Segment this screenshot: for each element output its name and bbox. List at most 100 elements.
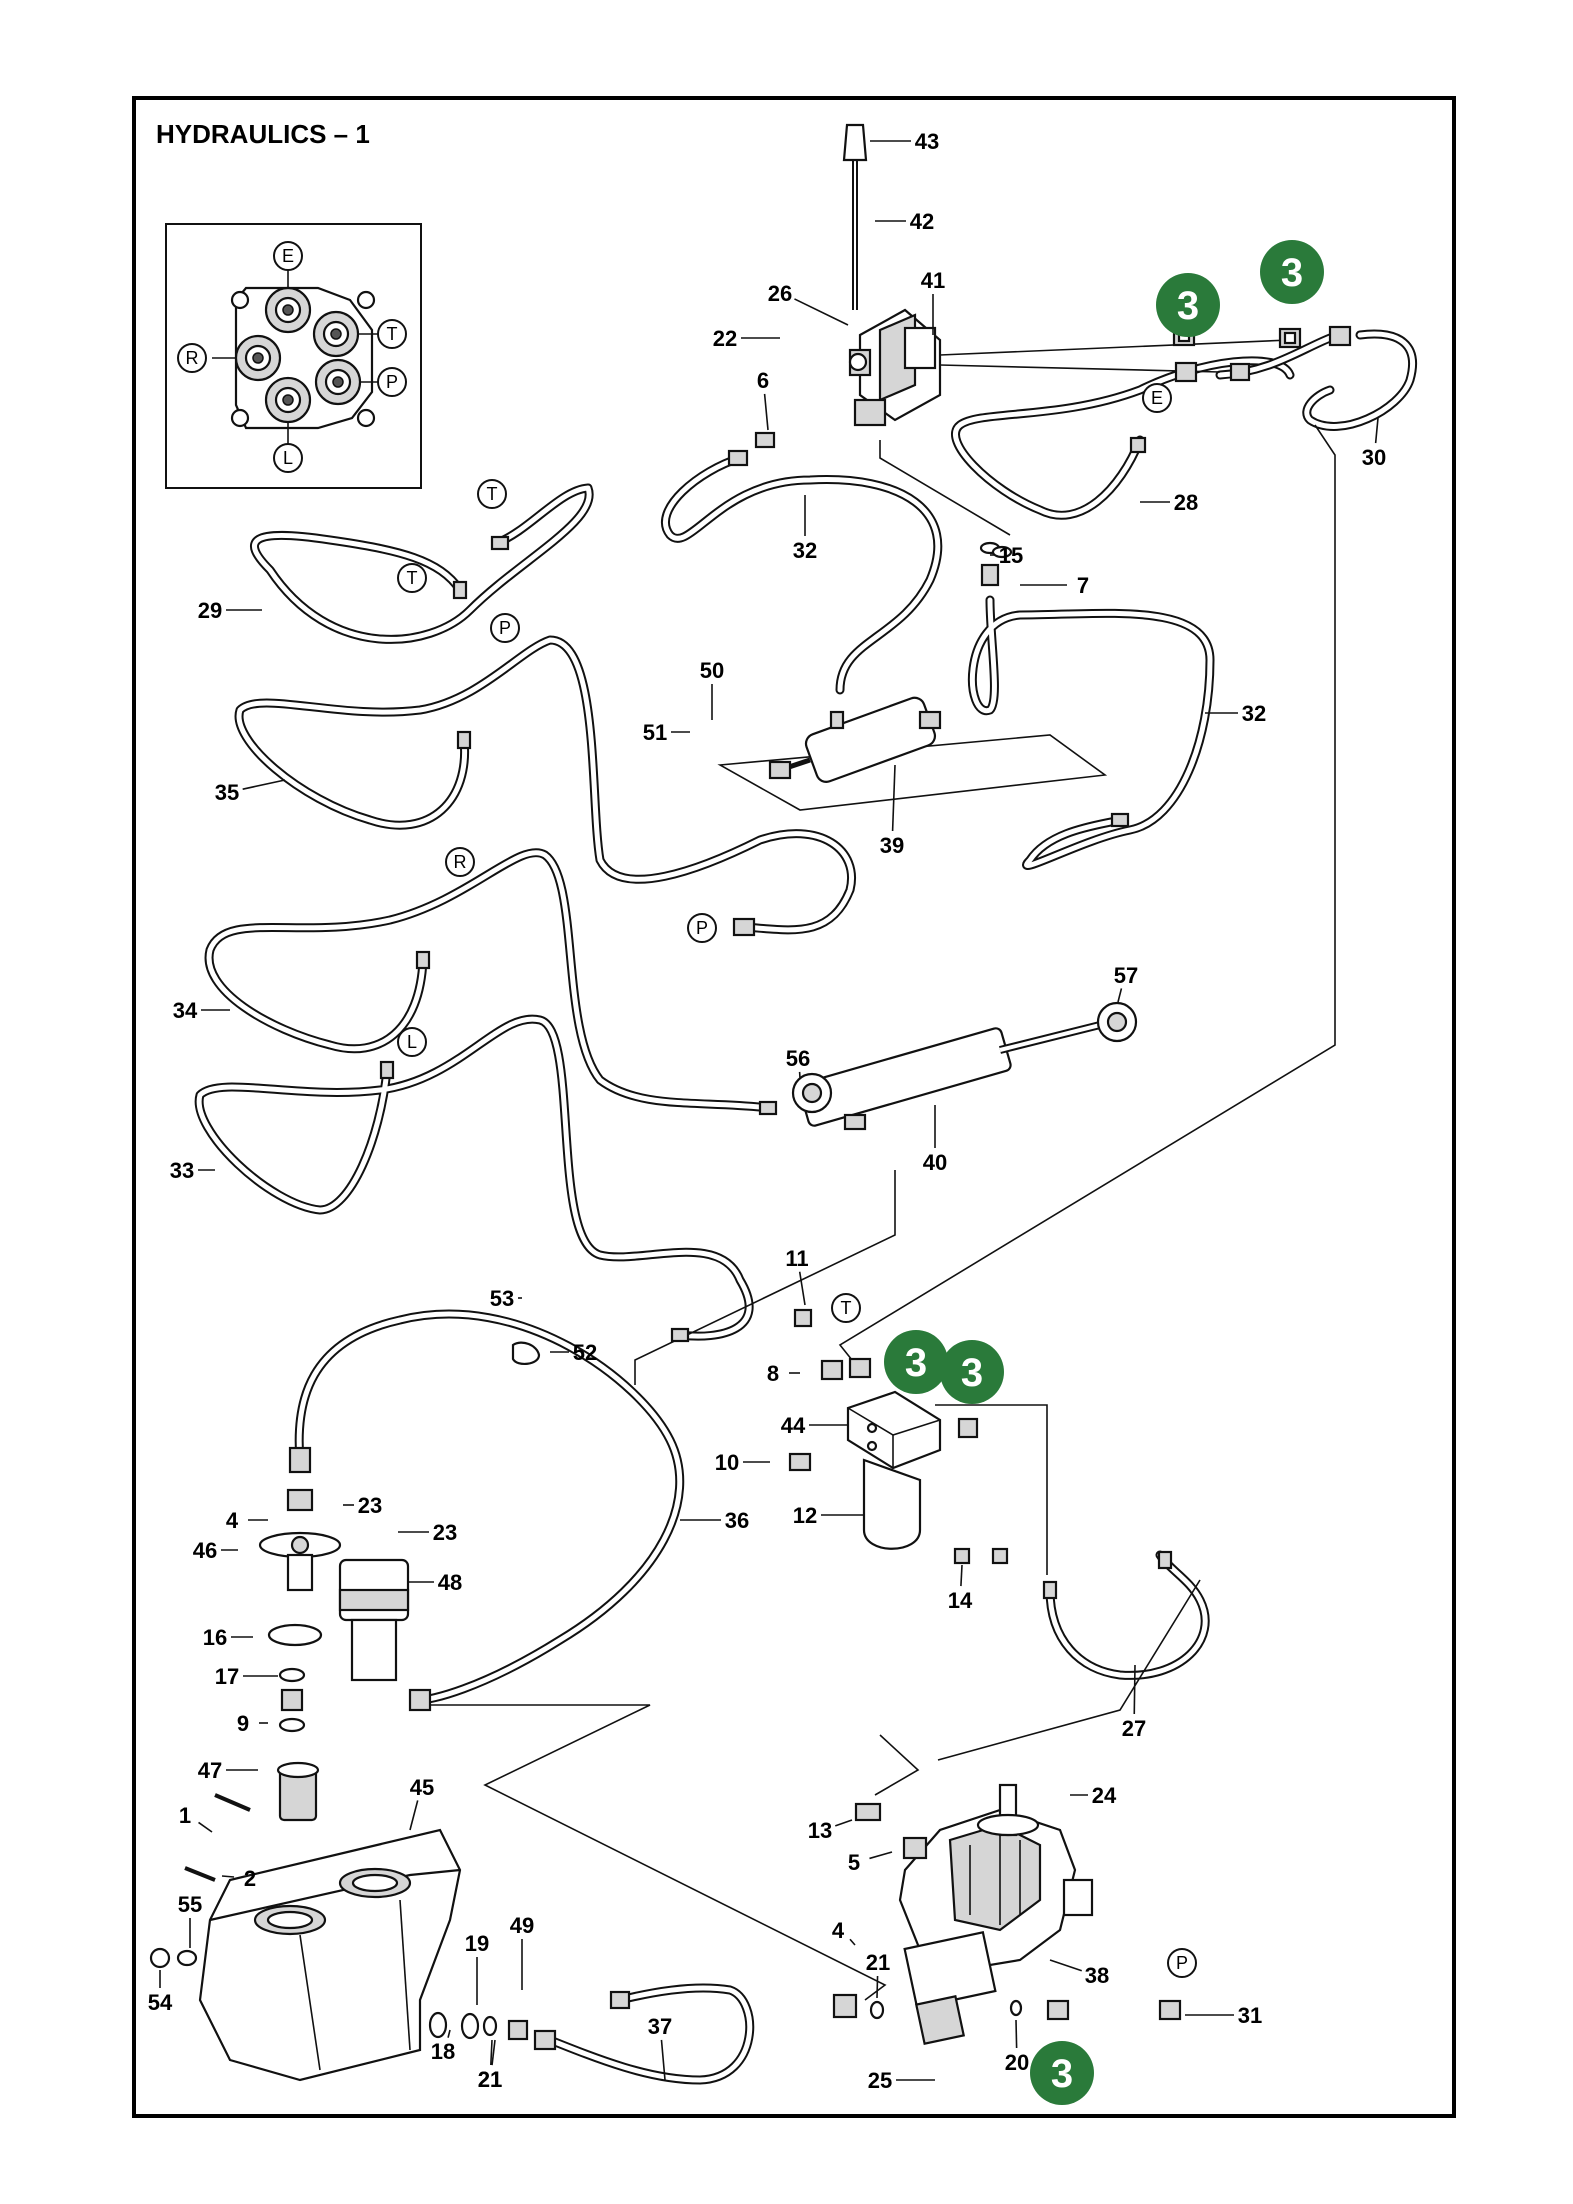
callout-number: 7 [1077, 573, 1089, 598]
port-fitting-l [264, 376, 312, 424]
callout-leader [849, 1938, 856, 1946]
callout-number: 2 [244, 1866, 256, 1891]
callout-leader [1049, 1959, 1083, 1972]
port-marker: T [397, 563, 427, 593]
callout-number: 12 [793, 1503, 817, 1528]
port-fitting-t [312, 310, 360, 358]
port-marker-letter: L [407, 1032, 417, 1052]
callout-leader [242, 779, 286, 790]
callout-leader [798, 1271, 806, 1306]
port-marker-circle [397, 1027, 427, 1057]
port-fitting-e [264, 286, 312, 334]
callout-number: 22 [713, 326, 737, 351]
port-marker: P [1167, 1948, 1197, 1978]
callout-leader [794, 298, 849, 326]
hose-32-upper [661, 453, 943, 695]
port-marker-circle [397, 563, 427, 593]
callout-number: 4 [832, 1918, 845, 1943]
callout-number: 53 [490, 1286, 514, 1311]
hoses [194, 329, 1418, 2085]
reference-lines [430, 339, 1336, 2001]
hose-30 [1302, 329, 1418, 431]
port-marker-circle [177, 343, 207, 373]
callout-number: 29 [198, 598, 222, 623]
callout-number: 21 [478, 2067, 502, 2092]
callout-number: 25 [868, 2068, 892, 2093]
port-fitting-r [234, 334, 282, 382]
callout-number: 6 [757, 368, 769, 393]
callout-leader [1133, 1664, 1136, 1715]
step-badge-number: 3 [961, 1351, 983, 1395]
callout-leader [490, 2039, 493, 2066]
callout-number: 8 [767, 1361, 779, 1386]
port-marker-letter: P [499, 618, 511, 638]
hose-37 [540, 1983, 755, 2085]
callout-number: 17 [215, 1664, 239, 1689]
callout-number: 41 [921, 268, 945, 293]
callout-number: 40 [923, 1150, 947, 1175]
filter-47 [276, 1761, 320, 1822]
callout-number: 54 [148, 1990, 173, 2015]
port-marker-circle [477, 479, 507, 509]
cover-46 [258, 1531, 342, 1592]
callout-number: 15 [999, 543, 1023, 568]
diagram-frame [132, 96, 1456, 2118]
callout-number: 23 [433, 1520, 457, 1545]
callout-leader [1374, 417, 1379, 444]
valve-block-44 [846, 1390, 942, 1470]
filter-12 [862, 1458, 922, 1550]
callout-number: 32 [793, 538, 817, 563]
step-badge-number: 3 [905, 1341, 927, 1385]
step-badge-number: 3 [1281, 251, 1303, 295]
callout-number: 46 [193, 1538, 217, 1563]
port-marker-circle [687, 913, 717, 943]
callout-number: 43 [915, 129, 939, 154]
callout-number: 21 [478, 2067, 502, 2092]
callout-leader [835, 1819, 853, 1827]
step-badge-number: 3 [1177, 284, 1199, 328]
port-marker: R [445, 847, 475, 877]
port-marker-letter: T [407, 568, 418, 588]
port-marker: P [490, 613, 520, 643]
step-badge: 3 [1260, 240, 1324, 304]
callout-number: 33 [170, 1158, 194, 1183]
pump-38 [898, 1783, 1094, 2046]
port-marker-letter: T [387, 324, 398, 344]
callout-leader [960, 1564, 963, 1587]
callout-leader [869, 1851, 893, 1860]
port-marker-circle [377, 319, 407, 349]
callout-number: 39 [880, 833, 904, 858]
callout-number: 32 [1242, 701, 1266, 726]
callout-number: 11 [785, 1246, 808, 1271]
callout-number: 52 [573, 1340, 597, 1365]
callout-number: 34 [173, 998, 198, 1023]
port-marker-letter: P [386, 372, 398, 392]
callout-number: 49 [510, 1913, 534, 1938]
callout-number: 21 [866, 1950, 890, 1975]
callout-number: 18 [431, 2039, 455, 2064]
components [198, 123, 1138, 2082]
port-marker: P [687, 913, 717, 943]
callout-leader [660, 2039, 666, 2081]
callout-number: 42 [910, 209, 934, 234]
callout-number: 23 [358, 1493, 382, 1518]
callout-number: 20 [1005, 2050, 1029, 2075]
lever-42-43 [842, 123, 868, 310]
callout-leader [447, 2029, 451, 2038]
callout-leader [491, 2039, 496, 2066]
callout-number: 57 [1114, 963, 1138, 988]
callout-number: 45 [410, 1775, 434, 1800]
port-marker-circle [490, 613, 520, 643]
callout-number: 5 [848, 1850, 860, 1875]
hose-35 [234, 635, 856, 935]
port-marker-circle [273, 241, 303, 271]
callout-number: 47 [198, 1758, 222, 1783]
callout-number: 51 [643, 720, 667, 745]
callout-number: 14 [948, 1588, 973, 1613]
callout-number: 35 [215, 780, 239, 805]
callout-leader [221, 1875, 235, 1878]
port-marker-letter: R [454, 852, 467, 872]
